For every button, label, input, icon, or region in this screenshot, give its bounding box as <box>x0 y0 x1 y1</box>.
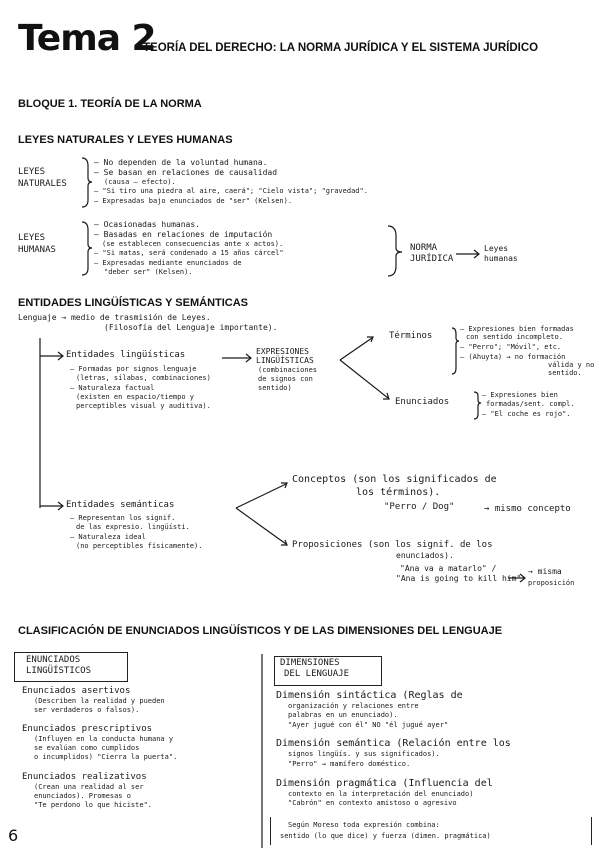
lenguaje-line-2: (Filosofía del Lenguaje importante). <box>104 323 278 332</box>
terminos-note: – "Perro"; "Móvil", etc. <box>460 343 562 351</box>
tema-heading: Tema 2 <box>18 18 157 59</box>
dimensiones-box-2: DEL LENGUAJE <box>284 669 350 679</box>
perro-dog: "Perro / Dog" <box>384 502 455 512</box>
asertivos-line: (Describen la realidad y pueden <box>34 697 165 705</box>
leyes-humanas-result-2: humanas <box>484 254 518 263</box>
leyes-heading: LEYES NATURALES Y LEYES HUMANAS <box>18 134 233 146</box>
leyes-humanas-label-2: HUMANAS <box>18 245 56 255</box>
enunciados-note: formadas/sent. compl. <box>486 400 575 408</box>
sintactica-title: Dimensión sintáctica (Reglas de <box>276 690 463 701</box>
bloque-heading: BLOQUE 1. TEORÍA DE LA NORMA <box>18 98 202 110</box>
terminos-label: Términos <box>389 331 433 341</box>
prescriptivos-line: o incumplidos) "Cierra la puerta". <box>34 753 178 761</box>
clasificacion-heading: CLASIFICACIÓN DE ENUNCIADOS LINGÜÍSTICOS… <box>18 625 503 637</box>
prescriptivos-line: se evalúan como cumplidos <box>34 744 140 752</box>
dimensiones-box-1: DIMENSIONES <box>280 658 340 668</box>
realizativos-line: "Te perdono lo que hiciste". <box>34 801 153 809</box>
proposiciones-1: Proposiciones (son los signif. de los <box>292 540 493 550</box>
ling-note: perceptibles visual y auditiva). <box>76 402 211 410</box>
terminos-note: – (Ahuyta) → no formación <box>460 353 566 361</box>
prescriptivos-title: Enunciados prescriptivos <box>22 724 153 734</box>
page-title: TEORÍA DEL DERECHO: LA NORMA JURÍDICA Y … <box>143 42 539 54</box>
terminos-note: – Expresiones bien formadas <box>460 325 574 333</box>
sem-note: de las expresio. lingüísti. <box>76 523 190 531</box>
entidades-heading: ENTIDADES LINGÜÍSTICAS Y SEMÁNTICAS <box>18 297 249 309</box>
pragmatica-title: Dimensión pragmática (Influencia del <box>276 778 493 789</box>
terminos-note: válida y no <box>548 361 595 369</box>
entidades-semanticas-label: Entidades semánticas <box>66 500 175 510</box>
sintactica-line: palabras en un enunciado). <box>288 711 398 719</box>
ling-note: – Naturaleza factual <box>70 384 155 392</box>
misma-2: proposición <box>528 579 575 587</box>
leyes-humanas-item: – Expresadas mediante enunciados de <box>94 259 242 267</box>
lenguaje-line-1: Lenguaje → medio de trasmisión de Leyes. <box>18 313 211 322</box>
sem-note: – Naturaleza ideal <box>70 533 146 541</box>
sem-note: – Representan los signif. <box>70 514 176 522</box>
pragmatica-line: contexto en la interpretación del enunci… <box>288 790 474 798</box>
semantica-line: "Perro" → mamífero doméstico. <box>288 760 411 768</box>
proposiciones-2: enunciados). <box>396 551 454 560</box>
pragmatica-line: "Cabrón" en contexto amistoso o agresivo <box>288 799 457 807</box>
entidades-linguisticas-label: Entidades lingüísticas <box>66 350 186 360</box>
enunciados-note: – "El coche es rojo". <box>482 410 571 418</box>
leyes-naturales-item: – "Si tiro una piedra al aire, caerá"; "… <box>94 187 368 195</box>
ana-2: "Ana is going to kill him" <box>396 574 522 583</box>
asertivos-line: ser verdaderos o falsos). <box>34 706 140 714</box>
misma-1: → misma <box>528 567 562 576</box>
ling-note: – Formadas por signos lenguaje <box>70 365 197 373</box>
leyes-humanas-item: – Basadas en relaciones de imputación <box>94 230 273 239</box>
enunciados-label: Enunciados <box>395 397 450 407</box>
ling-note: (letras, sílabas, combinaciones) <box>76 374 211 382</box>
ling-note: (existen en espacio/tiempo y <box>76 393 195 401</box>
enunciados-box-1: ENUNCIADOS <box>26 655 81 665</box>
expresiones-1: EXPRESIONES <box>256 347 309 356</box>
prescriptivos-line: (Influyen en la conducta humana y <box>34 735 174 743</box>
realizativos-line: enunciados). Promesas o <box>34 792 131 800</box>
dimensiones-lenguaje-box <box>274 656 382 686</box>
realizativos-line: (Crean una realidad al ser <box>34 783 144 791</box>
sem-note: (no perceptibles físicamente). <box>76 542 203 550</box>
expresiones-5: sentido) <box>258 384 292 392</box>
leyes-naturales-item: – No dependen de la voluntad humana. <box>94 158 268 167</box>
mismo-concepto: → mismo concepto <box>484 504 571 514</box>
expresiones-3: (combinaciones <box>258 366 318 374</box>
leyes-naturales-item: (causa – efecto). <box>104 178 176 186</box>
leyes-humanas-item: – "Si matas, será condenado a 15 años cá… <box>94 249 284 257</box>
semantica-title: Dimensión semántica (Relación entre los <box>276 738 511 749</box>
norma-juridica-1: NORMA <box>410 243 438 253</box>
enunciados-box-2: LINGÜÍSTICOS <box>26 666 92 676</box>
asertivos-title: Enunciados asertivos <box>22 686 131 696</box>
page-number: 6 <box>8 826 19 845</box>
realizativos-title: Enunciados realizativos <box>22 772 147 782</box>
ana-1: "Ana va a matarlo" / <box>400 564 497 573</box>
expresiones-4: de signos con <box>258 375 313 383</box>
semantica-line: signos lingüís. y sus significados). <box>288 750 440 758</box>
leyes-naturales-label-1: LEYES <box>18 167 46 177</box>
leyes-humanas-item: (se establecen consecuencias ante x acto… <box>102 240 284 248</box>
moreso-box <box>270 817 592 845</box>
moreso-line-1: Según Moreso toda expresión combina: <box>288 821 440 829</box>
terminos-note: con sentido incompleto. <box>466 333 563 341</box>
leyes-naturales-item: – Se basan en relaciones de causalidad <box>94 168 278 177</box>
terminos-note: sentido. <box>548 369 582 377</box>
leyes-humanas-label-1: LEYES <box>18 233 46 243</box>
leyes-naturales-label-2: NATURALES <box>18 179 67 189</box>
conceptos-1: Conceptos (son los significados de <box>292 474 497 485</box>
leyes-naturales-item: – Expresadas bajo enunciados de "ser" (K… <box>94 197 293 205</box>
leyes-humanas-item: – Ocasionadas humanas. <box>94 220 200 229</box>
leyes-humanas-result-1: Leyes <box>484 244 509 253</box>
moreso-line-2: sentido (lo que dice) y fuerza (dimen. p… <box>280 832 491 840</box>
sintactica-line: "Ayer jugué con él" NO "él jugué ayer" <box>288 721 449 729</box>
conceptos-2: los términos). <box>356 487 441 498</box>
sintactica-line: organización y relaciones entre <box>288 702 419 710</box>
expresiones-2: LINGÜÍSTICAS <box>256 356 314 365</box>
enunciados-note: – Expresiones bien <box>482 391 558 399</box>
norma-juridica-2: JURÍDICA <box>410 254 454 264</box>
enunciados-linguisticos-box <box>14 652 128 682</box>
leyes-humanas-item: "deber ser" (Kelsen). <box>104 268 193 276</box>
